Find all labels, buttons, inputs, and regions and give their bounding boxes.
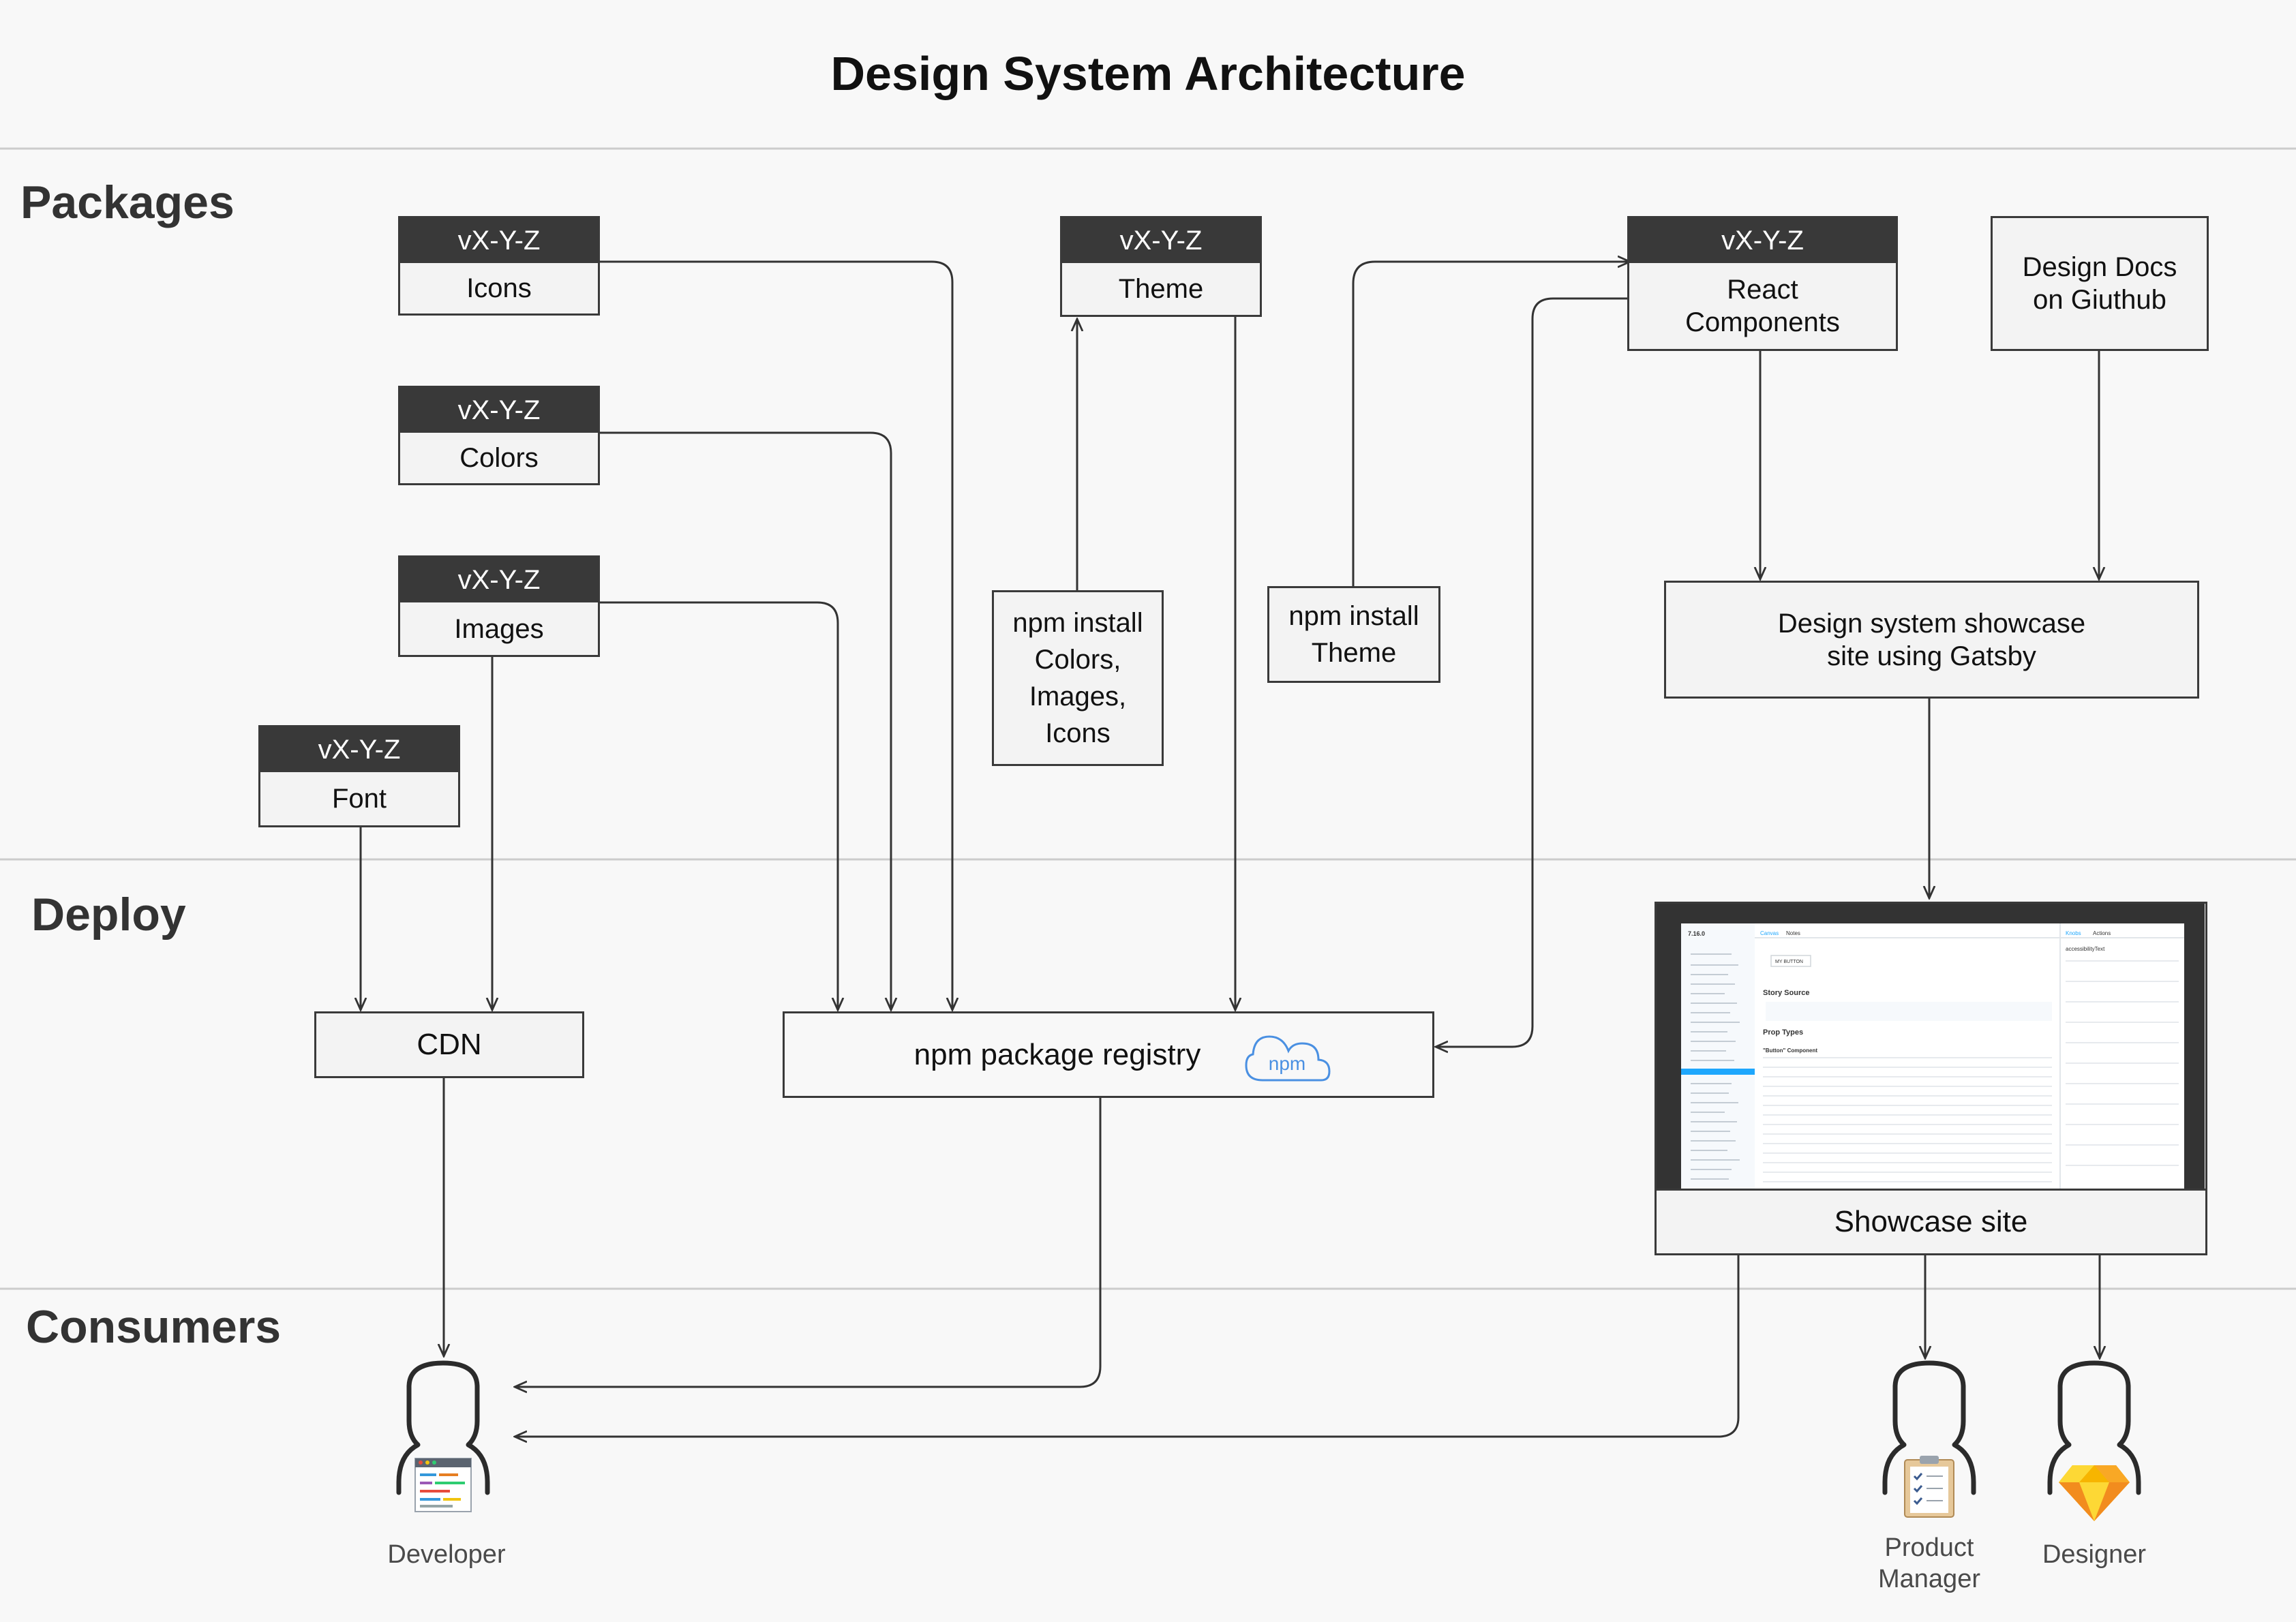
package-font: vX-Y-Z Font bbox=[258, 725, 460, 827]
version-header: vX-Y-Z bbox=[400, 388, 598, 433]
npm-registry-label: npm package registry bbox=[913, 1037, 1201, 1071]
screenshot-tab-actions: Actions bbox=[2093, 930, 2111, 936]
package-images: vX-Y-Z Images bbox=[398, 555, 600, 657]
version-header: vX-Y-Z bbox=[1062, 218, 1260, 263]
npm-cloud-icon: npm bbox=[1245, 1035, 1331, 1082]
developer-label: Developer bbox=[387, 1540, 506, 1569]
npm-install-theme-box: npm install Theme bbox=[1267, 586, 1440, 683]
developer-person-icon bbox=[396, 1360, 490, 1495]
cdn-box: CDN bbox=[314, 1011, 584, 1078]
package-icons: vX-Y-Z Icons bbox=[398, 216, 600, 316]
screenshot-tab-knobs: Knobs bbox=[2066, 930, 2081, 936]
product-manager-person-icon bbox=[1882, 1360, 1976, 1495]
designer-person-icon bbox=[2047, 1360, 2141, 1495]
package-label: Icons bbox=[466, 273, 532, 303]
screenshot-knob-label: accessibilityText bbox=[2066, 946, 2105, 952]
npm-install-assets-box: npm install Colors, Images, Icons bbox=[992, 590, 1164, 766]
connector-showcase-to-developer bbox=[515, 1255, 1740, 1437]
gatsby-showcase-box: Design system showcase site using Gatsby bbox=[1664, 581, 2199, 699]
package-label: Colors bbox=[459, 443, 539, 473]
screenshot-tab-notes: Notes bbox=[1786, 930, 1800, 936]
connector-colors-to-registry bbox=[599, 431, 891, 1010]
designer-label: Designer bbox=[2042, 1540, 2147, 1569]
version-header: vX-Y-Z bbox=[1629, 218, 1896, 263]
code-window-icon bbox=[414, 1458, 472, 1512]
showcase-screenshot: 7.16.0 Canvas Notes Knobs Actions access… bbox=[1656, 904, 2205, 1189]
connector-images-to-registry bbox=[599, 601, 838, 1010]
connector-install-theme-to-react bbox=[1352, 262, 1630, 590]
screenshot-tab-canvas: Canvas bbox=[1760, 930, 1779, 936]
product-manager-label: Product Manager bbox=[1878, 1533, 1980, 1593]
showcase-site-box: Showcase site bbox=[1655, 1189, 2207, 1255]
screenshot-my-button: MY BUTTON bbox=[1775, 960, 1803, 964]
section-title-consumers: Consumers bbox=[26, 1301, 282, 1353]
package-label: React Components bbox=[1685, 275, 1840, 337]
package-colors: vX-Y-Z Colors bbox=[398, 386, 600, 485]
package-react-components: vX-Y-Z React Components bbox=[1627, 216, 1898, 351]
version-header: vX-Y-Z bbox=[400, 218, 598, 263]
gem-icon bbox=[2059, 1465, 2130, 1521]
connector-react-to-registry bbox=[1436, 297, 1630, 1047]
screenshot-button-component: "Button" Component bbox=[1763, 1047, 1817, 1054]
connector-icons-to-registry bbox=[599, 260, 952, 1010]
npm-registry-box: npm package registry bbox=[783, 1011, 1434, 1098]
screenshot-prop-types: Prop Types bbox=[1763, 1028, 1803, 1037]
section-title-packages: Packages bbox=[20, 177, 235, 228]
connector-registry-to-developer bbox=[515, 1098, 1102, 1387]
section-title-deploy: Deploy bbox=[31, 889, 186, 940]
design-docs-box: Design Docs on Giuthub bbox=[1991, 216, 2209, 351]
package-label: Theme bbox=[1118, 274, 1204, 304]
version-header: vX-Y-Z bbox=[400, 557, 598, 602]
screenshot-story-source: Story Source bbox=[1763, 989, 1809, 997]
package-label: Images bbox=[454, 613, 544, 644]
package-theme: vX-Y-Z Theme bbox=[1060, 216, 1262, 317]
screenshot-version: 7.16.0 bbox=[1688, 930, 1705, 937]
npm-logo-text: npm bbox=[1269, 1053, 1305, 1074]
version-header: vX-Y-Z bbox=[260, 727, 458, 772]
package-label: Font bbox=[331, 784, 387, 814]
page-title: Design System Architecture bbox=[830, 47, 1466, 100]
clipboard-icon bbox=[1904, 1456, 1954, 1518]
